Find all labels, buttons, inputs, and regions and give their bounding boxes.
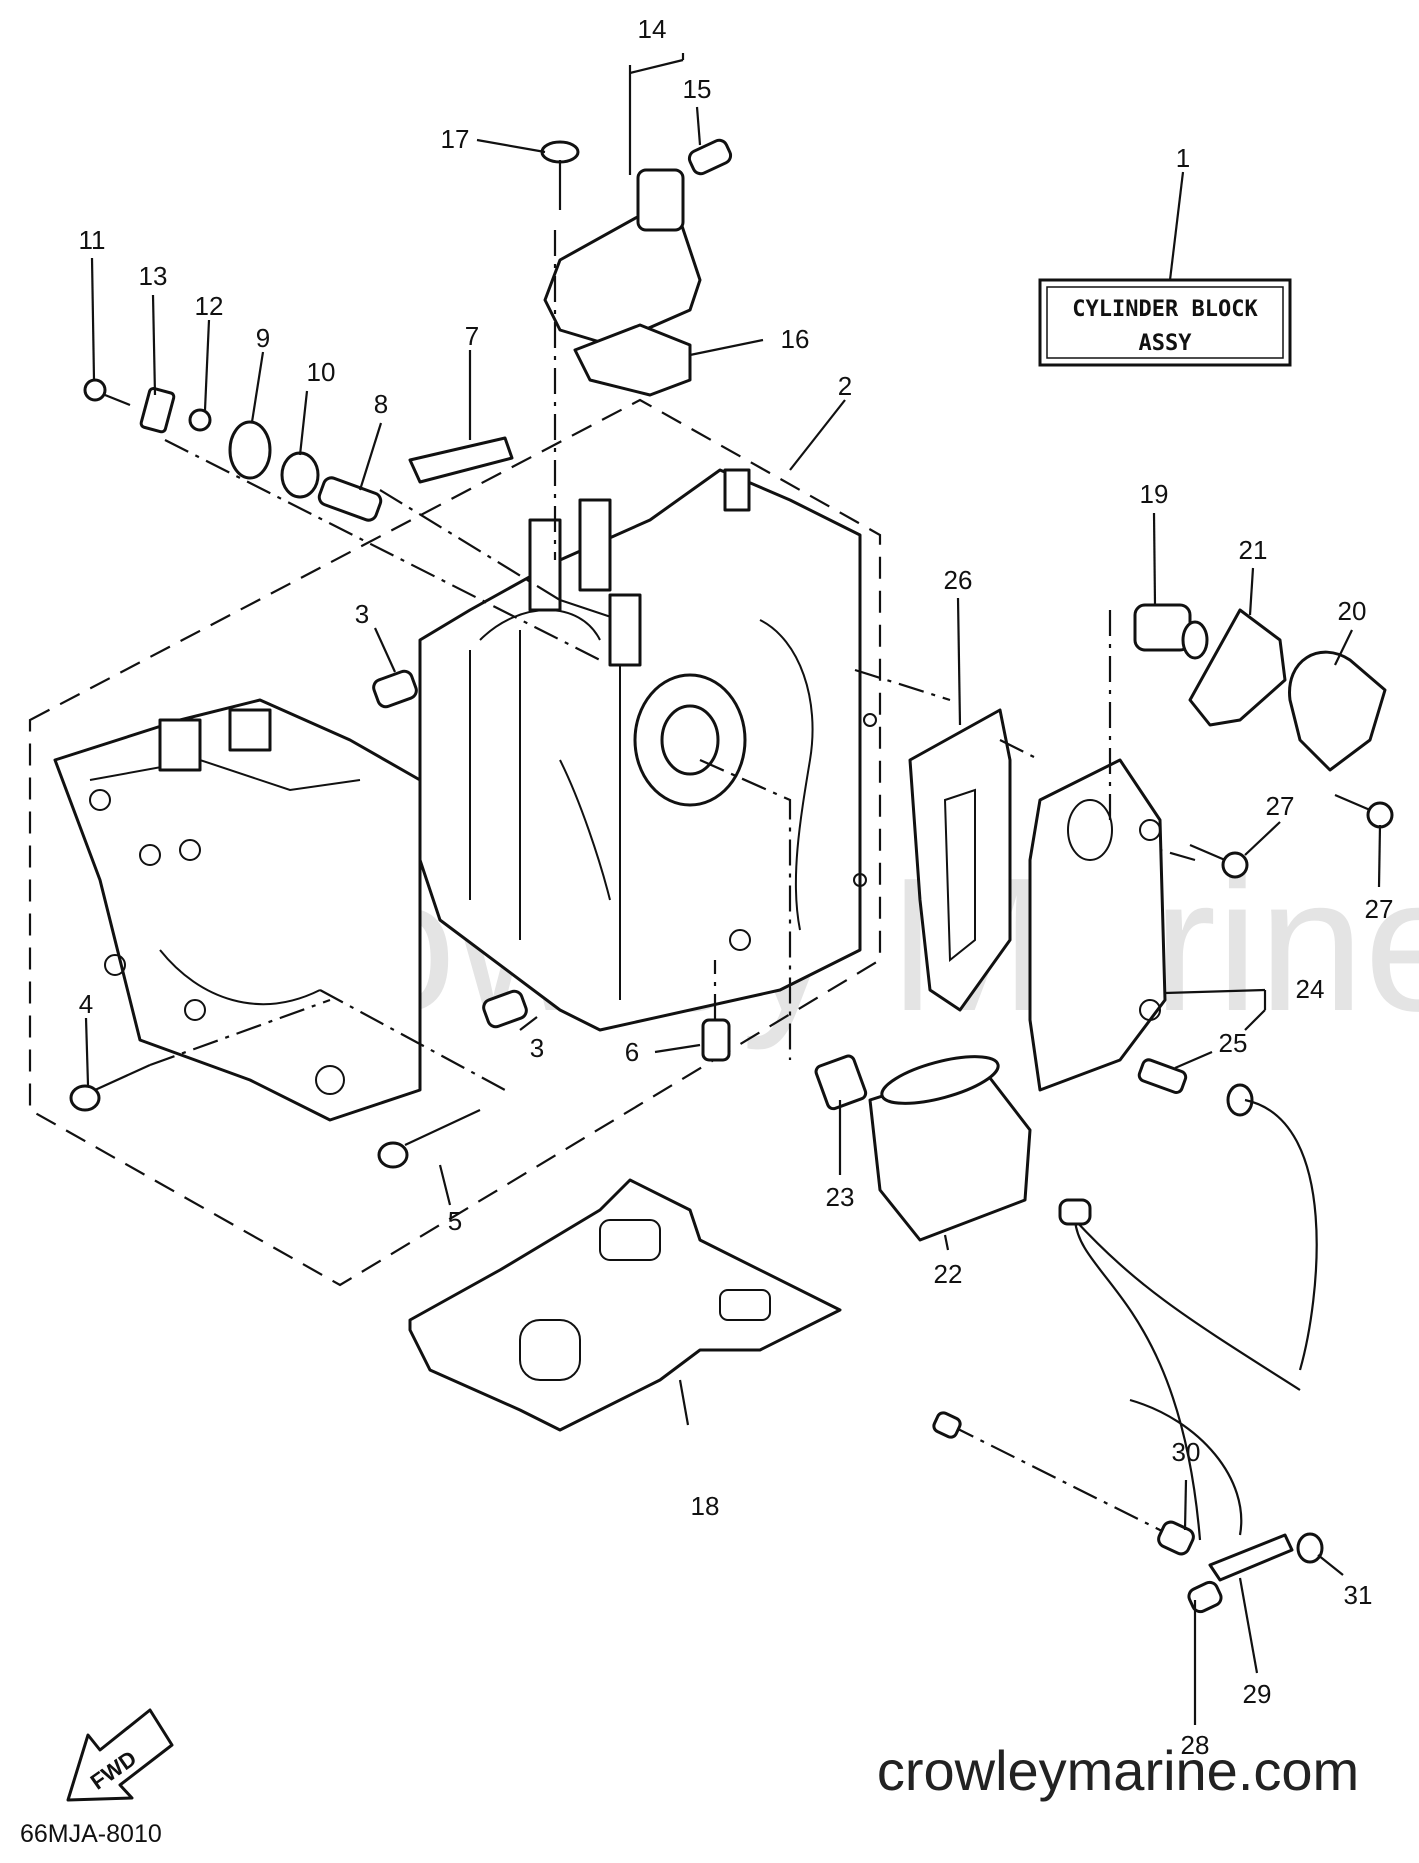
callout-3b: 3 [530,1033,544,1063]
callout-27b: 27 [1365,894,1394,924]
clip-13-drawing [139,386,176,434]
callout-27a: 27 [1266,791,1295,821]
dowel-3b-drawing [482,989,528,1029]
assy-box-line2: ASSY [1139,331,1193,356]
diagram-code: 66MJA-8010 [20,1820,162,1848]
gasket-26-drawing [908,708,1012,1012]
bolt-27a-drawing [1221,851,1249,879]
callout-31: 31 [1344,1580,1373,1610]
thermostat-19-drawing [1133,603,1209,660]
assy-box-line1: CYLINDER BLOCK [1072,297,1258,322]
crankcase-group-outline [28,398,882,1287]
callout-3a: 3 [355,599,369,629]
callout-13: 13 [139,261,168,291]
callout-11: 11 [79,225,106,255]
callout-9: 9 [256,323,270,353]
thermostat-cover-20-drawing [1288,650,1387,772]
callout-12: 12 [195,291,224,321]
callout-4: 4 [79,989,93,1019]
callout-17: 17 [441,124,470,154]
cover-24-drawing [1028,758,1167,1092]
crankcase-drawing [53,698,422,1122]
callout-14: 14 [638,14,667,44]
gasket-21-drawing [1188,608,1287,727]
cylinder-block-assy-box: CYLINDER BLOCK ASSY [1038,278,1292,367]
hose-30-drawing [1157,1520,1195,1556]
callout-29: 29 [1243,1679,1272,1709]
cylinder-block-drawing [418,468,877,1032]
callout-24: 24 [1296,974,1325,1004]
callout-19: 19 [1140,479,1169,509]
callout-18: 18 [691,1491,720,1521]
fwd-arrow: FWD [66,1708,174,1802]
fitting-25-drawing [1137,1058,1188,1095]
bolt-17-drawing [540,140,580,210]
plug-23-drawing [814,1054,868,1111]
callout-5: 5 [448,1206,462,1236]
site-url: crowleymarine.com [877,1739,1359,1802]
callout-25: 25 [1219,1028,1248,1058]
clip-31-drawing [1296,1532,1324,1564]
pipe-6-drawing [701,1018,731,1062]
callout-10: 10 [307,357,336,387]
screw-11-drawing [83,378,107,402]
oil-filter-22-drawing [868,1055,1032,1242]
callout-22: 22 [934,1259,963,1289]
callout-26: 26 [944,565,973,595]
joint-29-drawing [1208,1533,1294,1582]
dowel-3a-drawing [372,669,418,709]
seal-10-drawing [280,451,320,499]
callout-16: 16 [781,324,810,354]
callout-1: 1 [1176,143,1190,173]
cover-14-drawing [543,168,702,347]
callout-2: 2 [838,371,852,401]
callout-numbers: 1 2 3 3 4 5 6 7 8 9 10 11 12 13 14 15 16… [79,14,1394,1760]
bolt-5-drawing [377,1141,409,1169]
hose-7-drawing [408,436,514,484]
callout-23: 23 [826,1182,855,1212]
gasket-16-drawing [573,323,692,397]
callout-20: 20 [1338,596,1367,626]
leader-lines [84,53,1382,1725]
callout-15: 15 [683,74,712,104]
callout-21: 21 [1239,535,1268,565]
gasket-18-drawing [408,1178,842,1432]
callout-7: 7 [465,321,479,351]
hose-28-curve [1244,1098,1318,1371]
callout-30: 30 [1172,1437,1201,1467]
pin-8-drawing [317,476,383,522]
holder-9-drawing [228,420,272,480]
screw-12-drawing [188,408,212,432]
callout-28: 28 [1181,1730,1210,1760]
bolt-27b-drawing [1366,801,1394,829]
callout-6: 6 [625,1037,639,1067]
anode-15-drawing [687,138,733,176]
callout-8: 8 [374,389,388,419]
bolt-4-drawing [69,1084,101,1112]
